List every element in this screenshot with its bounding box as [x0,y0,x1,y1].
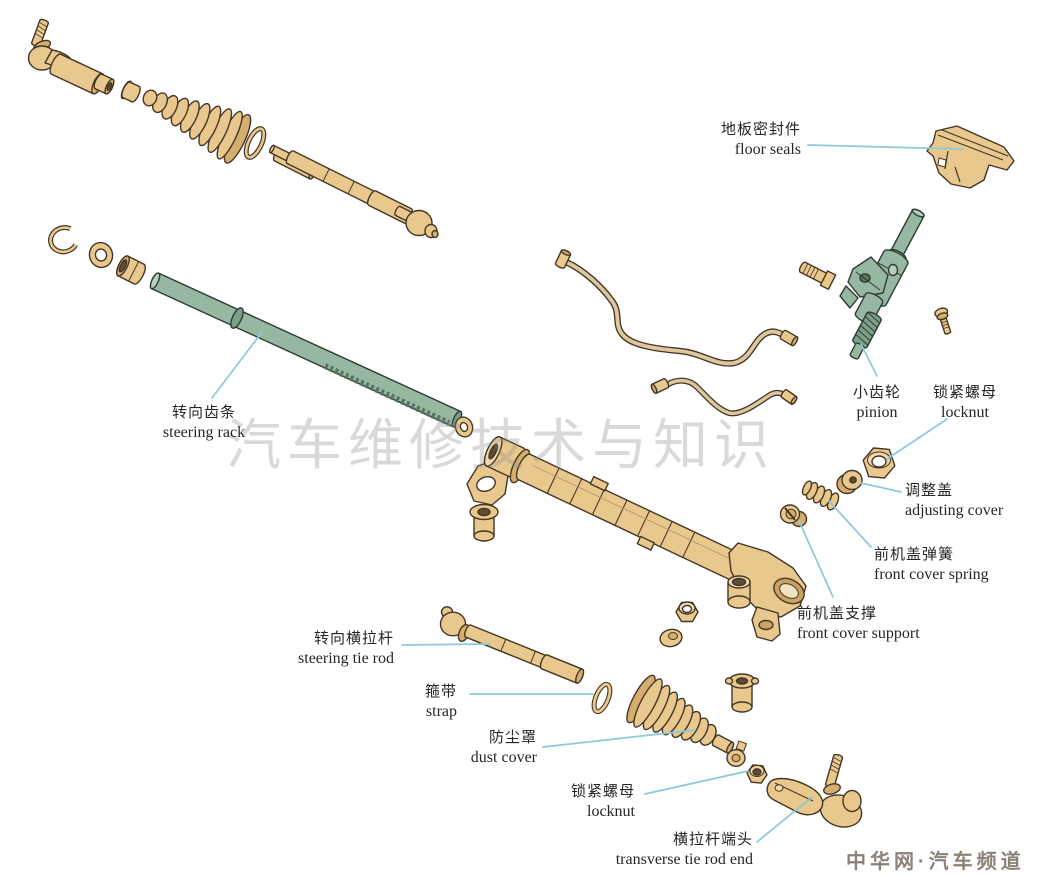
label-front-cover-support-zh: 前机盖支撑 [797,606,878,622]
label-front-cover-spring-en: front cover spring [874,566,989,583]
part-snap-ring [48,225,78,255]
part-mount-bushing-left [469,503,499,542]
label-adjusting-cover: 调整盖 adjusting cover [905,482,1035,520]
label-strap: 箍带 strap [397,683,457,721]
label-strap-zh: 箍带 [424,684,457,700]
part-dust-boot-upper [142,89,252,164]
label-front-cover-support: 前机盖支撑 front cover support [797,605,947,643]
part-floor-seal [926,125,1015,189]
label-steering-tie-rod-zh: 转向横拉杆 [313,631,394,647]
part-steering-tie-rod-lower [439,606,585,684]
label-floor-seals: 地板密封件 floor seals [691,121,801,159]
part-washer-small [454,416,474,438]
label-locknut-lower-en: locknut [587,803,635,820]
part-locknut-lower [746,764,768,784]
part-nut-small [93,73,115,95]
label-locknut-lower: 锁紧螺母 locknut [545,783,635,821]
part-mount-bushing-right [724,673,760,713]
label-steering-rack-en: steering rack [162,424,246,441]
label-front-cover-spring-zh: 前机盖弹簧 [874,547,955,563]
part-hydraulic-pipe-short [650,377,798,417]
label-strap-en: strap [425,703,457,720]
part-clamp-ring-upper [243,126,267,160]
label-dust-cover: 防尘罩 dust cover [447,729,537,767]
label-pinion-zh: 小齿轮 [852,385,901,401]
label-front-cover-support-en: front cover support [797,625,920,642]
part-washer-mid [659,628,683,648]
part-hex-nut-mid [675,601,699,623]
part-steering-rack [149,272,463,428]
center-watermark: 汽车维修技术与知识 [226,415,776,476]
part-screw [934,307,952,335]
label-front-cover-spring: 前机盖弹簧 front cover spring [874,546,1014,584]
part-inner-tie-rod-upper [269,144,439,239]
label-floor-seals-en: floor seals [734,141,801,158]
label-locknut-upper-en: locknut [941,404,989,421]
part-tie-rod-end-lower [766,753,863,828]
label-locknut-upper: 锁紧螺母 locknut [919,384,1011,422]
label-locknut-lower-zh: 锁紧螺母 [570,784,635,800]
part-clamp-small [120,80,141,103]
label-steering-tie-rod-en: steering tie rod [298,650,394,667]
part-pinion-assembly [839,208,925,360]
label-transverse-tie-rod-end-en: transverse tie rod end [615,851,753,868]
label-adjusting-cover-en: adjusting cover [905,502,1004,519]
part-strap-ring [591,681,613,715]
label-floor-seals-zh: 地板密封件 [720,122,801,138]
part-hydraulic-pipe-long [554,249,799,367]
label-pinion: 小齿轮 pinion [832,384,922,422]
label-transverse-tie-rod-end: 横拉杆端头 transverse tie rod end [597,831,753,869]
part-front-cover-spring [801,480,840,511]
part-adjusting-cover [836,469,863,495]
part-clamp-lower [726,740,747,768]
part-bushing-mid [727,575,751,609]
source-watermark: 中华网·汽车频道 [846,851,1025,873]
part-lock-nut-hex [862,447,896,479]
part-bolt-fitting [798,261,837,290]
part-bushing [116,255,146,285]
label-transverse-tie-rod-end-zh: 横拉杆端头 [672,832,753,848]
part-front-cover-support [779,504,808,528]
label-locknut-upper-zh: 锁紧螺母 [932,385,997,401]
label-dust-cover-zh: 防尘罩 [488,730,537,746]
leader-lines [211,144,964,843]
label-steering-rack: 转向齿条 steering rack [150,404,258,442]
label-steering-rack-zh: 转向齿条 [171,405,236,421]
label-pinion-en: pinion [856,404,898,421]
part-dust-boot-lower [626,674,735,754]
label-steering-tie-rod: 转向横拉杆 steering tie rod [284,630,394,668]
label-dust-cover-en: dust cover [470,749,537,766]
part-washer [88,241,114,269]
label-adjusting-cover-zh: 调整盖 [905,483,954,499]
